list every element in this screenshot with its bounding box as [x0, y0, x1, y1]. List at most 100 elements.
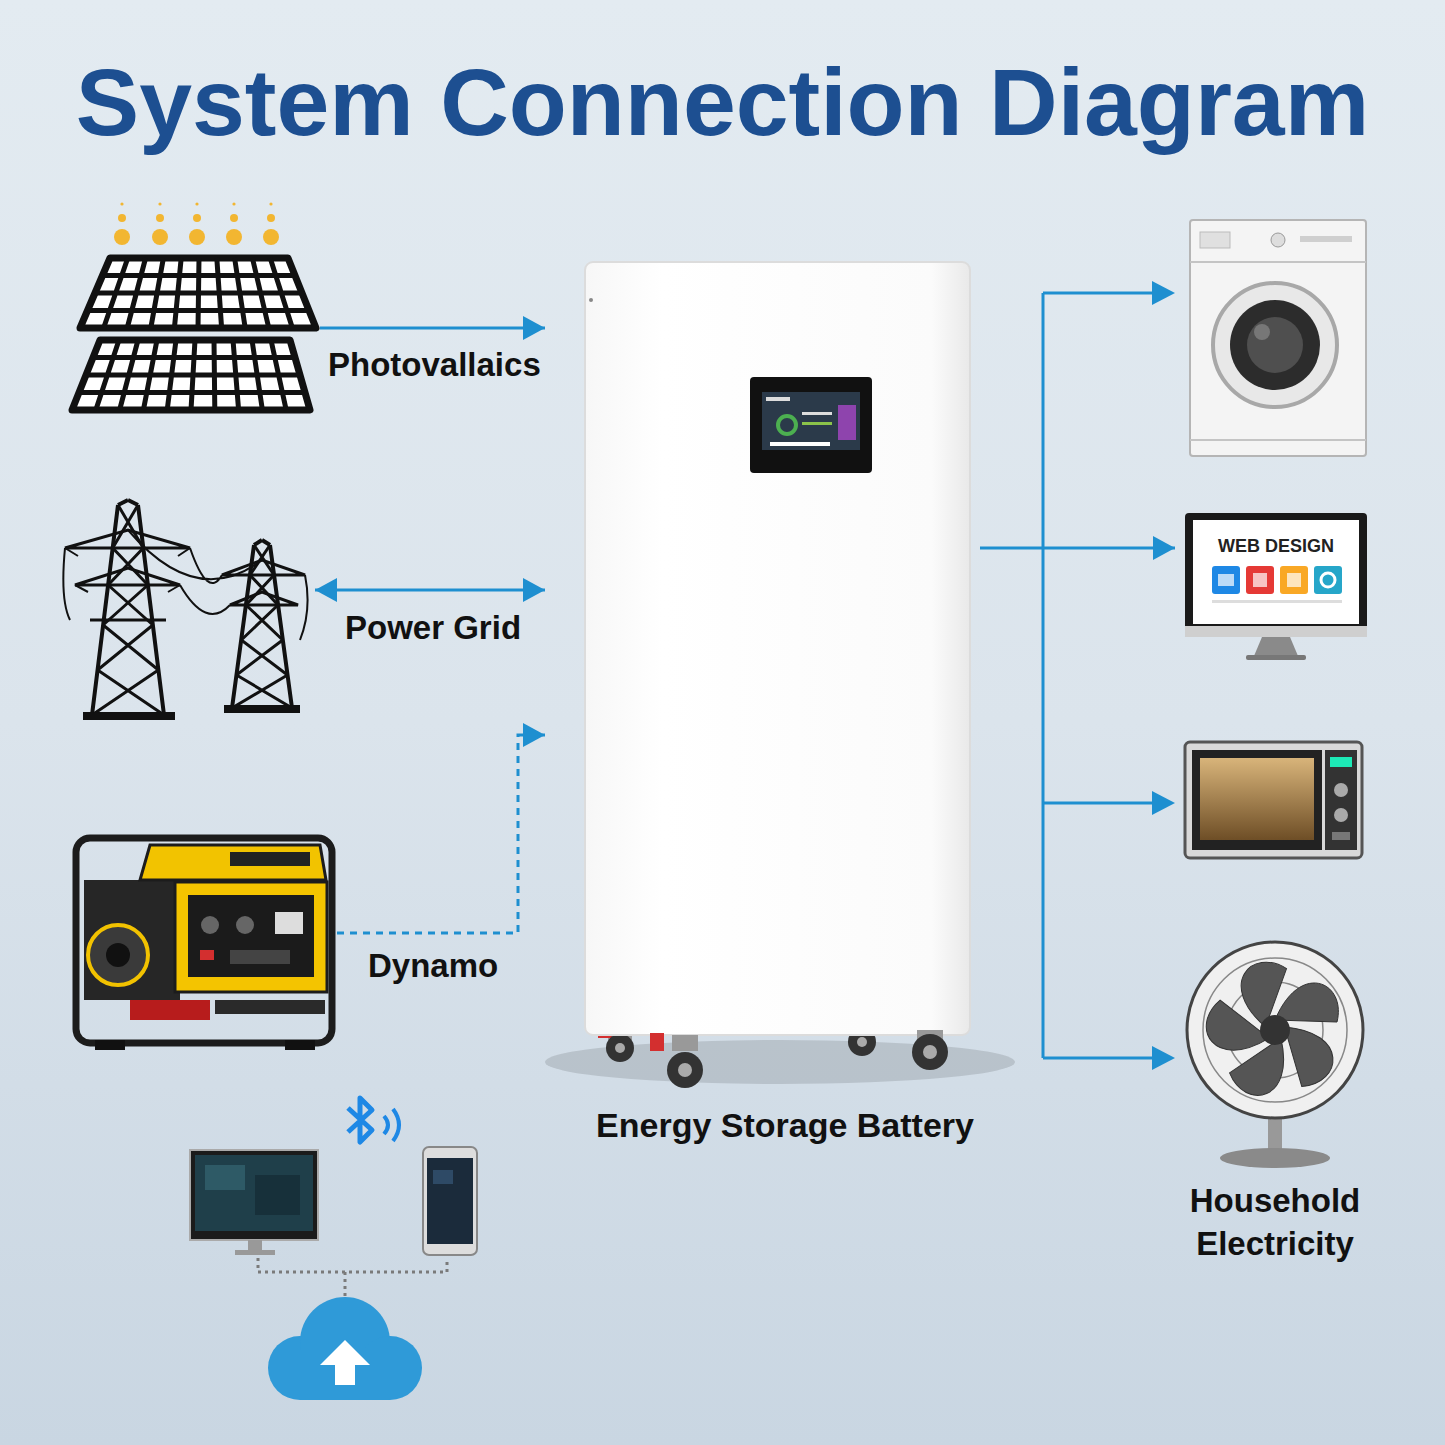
- battery-cabinet-illustration-part: [778, 416, 796, 434]
- generator-illustration-part: [76, 838, 332, 1043]
- remote-monitoring-illustration-part: [235, 1250, 275, 1255]
- monitor-illustration-part: [1246, 566, 1274, 594]
- remote-monitoring-illustration-part: [348, 1098, 372, 1142]
- device-node: Dynamo: [70, 828, 337, 1050]
- generator-illustration-part: [215, 1000, 325, 1014]
- battery-cabinet-illustration-part: [923, 1045, 937, 1059]
- battery-cabinet-illustration-part: [838, 405, 856, 440]
- sun-drops-part: [226, 229, 242, 245]
- battery-cabinet-illustration: [545, 262, 1015, 1088]
- power-tower-illustration-part: [65, 530, 190, 620]
- generator-illustration-part: [230, 852, 310, 866]
- remote-monitoring-illustration-part: [427, 1158, 473, 1244]
- washing-machine-illustration-part: [1300, 236, 1352, 242]
- remote-monitoring-illustration-part: [248, 1240, 262, 1250]
- washing-machine-illustration-part: [1200, 232, 1230, 248]
- power-tower-illustration-part: [63, 530, 307, 640]
- remote-monitoring-illustration: [190, 1098, 477, 1400]
- remote-monitoring-illustration-part: [423, 1147, 477, 1255]
- monitor-illustration-part: [1185, 513, 1367, 635]
- connector-arrow: [337, 735, 545, 933]
- battery-cabinet-illustration-part: [912, 1034, 948, 1070]
- device-node: Power Grid: [62, 498, 315, 726]
- generator-illustration-part: [236, 916, 254, 934]
- battery-cabinet-illustration-part: [615, 1043, 625, 1053]
- monitor-illustration-part: [1185, 626, 1367, 637]
- power-tower-illustration-part: [222, 560, 305, 605]
- sun-drops-part: [156, 214, 164, 222]
- generator-illustration-part: [230, 950, 290, 964]
- washing-machine-illustration-part: [1254, 324, 1270, 340]
- remote-monitoring-illustration-part: [433, 1170, 453, 1184]
- sun-drops-part: [263, 229, 279, 245]
- generator-illustration-part: [88, 925, 148, 985]
- battery-cabinet-illustration-part: [678, 1063, 692, 1077]
- monitor-illustration-part: [1321, 573, 1335, 587]
- sun-drops-part: [152, 229, 168, 245]
- solar-panel-illustration-part: [80, 258, 316, 328]
- distribution-wire: [1043, 293, 1160, 1058]
- monitor-illustration-part: [1280, 566, 1308, 594]
- battery-cabinet-illustration-part: [606, 1034, 634, 1062]
- microwave-illustration-part: [1192, 750, 1322, 850]
- monitor-illustration-part: [1254, 637, 1298, 656]
- device-node: Energy Storage Battery: [545, 262, 980, 1152]
- generator-illustration-part: [188, 895, 314, 977]
- sun-drops: [114, 202, 279, 245]
- sun-drops-part: [267, 214, 275, 222]
- battery-cabinet-illustration-part: [650, 1033, 664, 1051]
- distribution-arrowhead-part: [1152, 791, 1175, 815]
- fan-illustration: [1187, 942, 1363, 1168]
- power-tower-illustration-part: [92, 500, 164, 715]
- sun-drops-part: [120, 202, 123, 205]
- washing-machine-illustration-part: [1190, 220, 1366, 456]
- fan-illustration-part: [1220, 1148, 1330, 1168]
- sun-drops-part: [232, 202, 235, 205]
- generator-illustration-part: [95, 1040, 125, 1050]
- remote-monitoring-illustration-part: [320, 1340, 370, 1385]
- distribution-arrowhead: [1152, 281, 1175, 1070]
- monitor-illustration-part: [1212, 566, 1240, 594]
- fan-illustration-part: [1260, 1015, 1290, 1045]
- generator-illustration-part: [140, 845, 326, 880]
- microwave-illustration-part: [1334, 783, 1348, 797]
- solar-panel-illustration-part: [72, 340, 310, 410]
- monitor-illustration-part: [1212, 600, 1342, 603]
- battery-cabinet-illustration-part: [802, 422, 832, 425]
- screen-caption: WEB DESIGN: [1193, 535, 1359, 557]
- microwave-illustration-part: [1334, 808, 1348, 822]
- battery-cabinet-illustration-part: [802, 412, 832, 415]
- remote-monitoring-illustration-part: [205, 1165, 245, 1190]
- microwave-illustration-part: [1330, 757, 1352, 767]
- remote-monitoring-illustration-part: [255, 1175, 300, 1215]
- sun-drops-part: [193, 214, 201, 222]
- power-tower-illustration-part: [232, 540, 292, 708]
- fan-illustration-part: [1196, 955, 1339, 1105]
- generator-illustration-part: [275, 912, 303, 934]
- washing-machine-illustration-part: [1271, 233, 1285, 247]
- generator-illustration-part: [200, 950, 214, 960]
- battery-cabinet-illustration-part: [589, 298, 593, 302]
- generator-illustration-part: [175, 882, 327, 992]
- battery-cabinet-illustration-part: [667, 1052, 703, 1088]
- remote-monitoring-illustration-part: [258, 1258, 447, 1300]
- monitor-illustration-part: [1218, 574, 1234, 586]
- microwave-illustration-part: [1200, 758, 1314, 840]
- monitor-illustration-part: [1253, 573, 1267, 587]
- washing-machine-illustration-part: [1190, 262, 1366, 440]
- power-tower-illustration-part: [65, 548, 190, 592]
- solar-panel-illustration-part: [79, 340, 305, 410]
- sun-drops-part: [195, 202, 198, 205]
- sun-drops-part: [230, 214, 238, 222]
- microwave-illustration-part: [1325, 750, 1357, 850]
- distribution-arrowhead-part: [1152, 1046, 1175, 1070]
- solar-panel-illustration-part: [88, 258, 310, 328]
- connector-arrow: [980, 547, 1175, 550]
- sun-drops-part: [158, 202, 161, 205]
- battery-cabinet-illustration-part: [762, 392, 860, 450]
- washing-machine-illustration-part: [1247, 317, 1303, 373]
- generator-illustration-part: [106, 943, 130, 967]
- battery-cabinet-illustration-part: [770, 442, 830, 446]
